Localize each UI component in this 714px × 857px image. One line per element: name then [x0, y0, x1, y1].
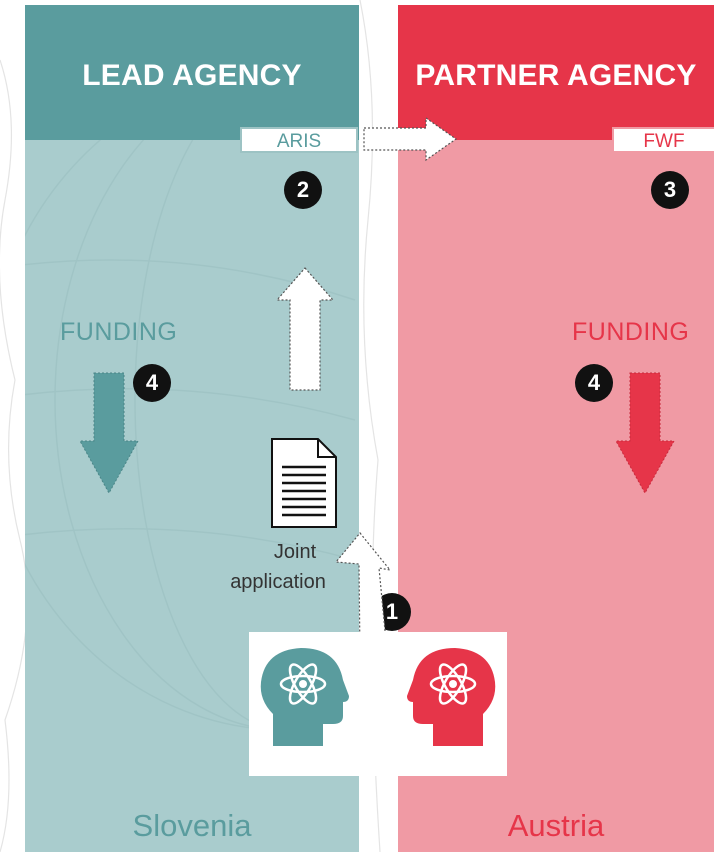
- step-4-partner-badge: 4: [575, 364, 613, 402]
- lead-funding-arrow-down-icon: [79, 372, 139, 495]
- lead-agency-tag: ARIS: [240, 127, 358, 153]
- document-icon: [271, 438, 337, 528]
- partner-agency-tag: FWF: [612, 127, 714, 153]
- arrow-up-diagonal-icon: [334, 532, 392, 663]
- partner-scientist-head-icon: [407, 648, 496, 746]
- scientist-heads-icons: [260, 648, 496, 746]
- step-2-badge: 2: [284, 171, 322, 209]
- arrow-right-icon: [363, 116, 458, 162]
- lead-agency-header: LEAD AGENCY: [25, 5, 359, 140]
- lead-scientist-head-icon: [260, 648, 349, 746]
- lead-country-label: Slovenia: [132, 808, 252, 843]
- arrow-up-icon: [275, 267, 335, 391]
- partner-country-label: Austria: [507, 808, 605, 843]
- partner-funding-label: FUNDING: [572, 318, 690, 346]
- partner-agency-title: PARTNER AGENCY: [415, 59, 697, 92]
- partner-agency-header: PARTNER AGENCY: [398, 5, 714, 140]
- step-4-lead-badge: 4: [133, 364, 171, 402]
- step-3-badge: 3: [651, 171, 689, 209]
- partner-funding-arrow-down-icon: [615, 372, 675, 495]
- lead-agency-title: LEAD AGENCY: [82, 59, 302, 92]
- joint-application-label-line1: Joint: [273, 541, 317, 563]
- lead-funding-label: FUNDING: [60, 318, 178, 346]
- applicants-box: [249, 632, 507, 776]
- joint-application-label-line2: application: [230, 571, 326, 593]
